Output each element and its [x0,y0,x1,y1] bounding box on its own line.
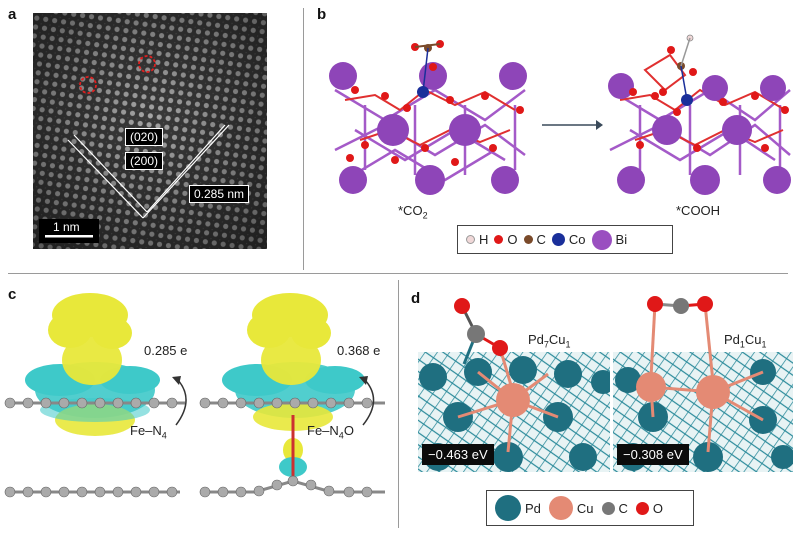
plane-label-020: (020) [125,128,164,146]
charge-arrow-left [175,379,187,426]
state-label-cooh: *COOH [676,203,721,218]
legend-item-cu: Cu [548,496,594,520]
scalebar-line [45,235,93,238]
graphene-bottom-left [4,486,180,498]
graphene-bottom-right [199,475,385,498]
d-spacing-label: 0.285 nm [189,185,250,203]
site-label-pd7cu1: Pd7Cu1 [528,332,571,350]
legend-item-c-d: C [601,501,628,516]
site-label-fe-n4o: Fe–N4O [307,423,354,441]
legend-d: Pd Cu C O [486,490,694,526]
bi-atom-icon [591,229,612,250]
legend-item-h: H [466,232,488,247]
state-label-co2: *CO2 [398,203,428,221]
charge-value-right: 0.368 e [337,343,381,358]
legend-item-co: Co [551,232,586,247]
cu-atom-icon [548,496,573,520]
vertical-divider-top [303,8,304,270]
c-atom-icon-d [601,501,615,515]
charge-value-left: 0.285 e [144,343,188,358]
red-circle-2 [138,55,156,73]
energy-label-right: −0.308 eV [617,444,689,465]
bi-surface-co2 [329,40,527,195]
charge-arrow-right [362,379,375,426]
bi-surface-cooh [608,34,791,195]
co-atom-icon [551,233,565,246]
lattice-lines-left [67,134,148,219]
panel-label-d: d [411,290,421,307]
c-atom-icon [523,235,533,244]
h-atom-icon [466,235,475,244]
legend-b: H O C Co Bi [457,225,673,254]
plane-label-200: (200) [125,152,164,170]
panel-label-a: a [8,6,17,23]
tem-image: (020) (200) 0.285 nm 1 nm [33,13,267,249]
legend-item-bi: Bi [591,229,627,250]
charge-density-fe-n4o [199,293,385,498]
scalebar-text: 1 nm [53,220,80,234]
o-atom-icon [494,235,504,244]
panel-label-c: c [8,286,17,303]
site-label-fe-n4: Fe–N4 [130,423,167,441]
horizontal-divider [8,273,788,274]
legend-item-c: C [523,232,546,247]
charge-density-fe-n4 [4,293,187,498]
graphene-top-left [4,397,185,409]
graphene-top-right [199,397,385,409]
panel-label-b: b [317,6,327,23]
pd-atom-icon [495,495,521,521]
energy-label-left: −0.463 eV [422,444,494,465]
vertical-divider-bottom [398,280,399,528]
site-label-pd1cu1: Pd1Cu1 [724,332,767,350]
reaction-arrow [542,120,603,130]
lattice-lines-right [142,124,230,219]
o-atom-icon-d [635,501,649,515]
legend-item-o-d: O [635,501,663,516]
pd1cu1-surface [613,296,793,472]
legend-item-o: O [494,232,518,247]
legend-item-pd: Pd [495,495,541,521]
red-circle-1 [79,76,97,94]
scalebar-box [39,219,99,243]
